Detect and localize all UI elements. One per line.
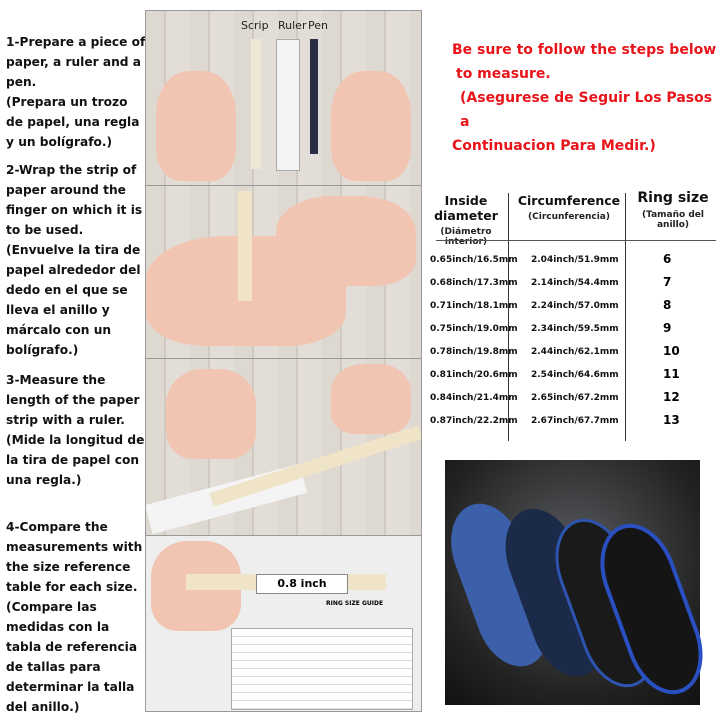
step-3-es: (Mide la longitud de la tira de papel co… <box>6 433 145 487</box>
ring-size-cell: 6 <box>663 252 672 266</box>
pen-label: Pen <box>308 19 328 32</box>
diameter-cell: 0.71inch/18.1mm <box>430 301 518 311</box>
step-1-en: 1-Prepare a piece of paper, a ruler and … <box>6 35 146 89</box>
step-1-es: (Prepara un trozo de papel, una regla y … <box>6 95 140 149</box>
circumference-cell: 2.14inch/54.4mm <box>531 278 619 288</box>
ruler-label: Ruler <box>278 19 307 32</box>
paper-strip <box>238 191 252 301</box>
size-table: Inside diameter (Diámetro interior) Circu… <box>418 185 720 443</box>
diameter-cell: 0.84inch/21.4mm <box>430 393 518 403</box>
diameter-cell: 0.75inch/19.0mm <box>430 324 518 334</box>
scrip-label: Scrip <box>241 19 269 32</box>
divider <box>625 193 626 441</box>
pen <box>310 39 318 154</box>
step-4: 4-Compare the measurements with the size… <box>6 517 148 717</box>
step-2-es: (Envuelve la tira de papel alrededor del… <box>6 243 141 357</box>
right-hand <box>331 71 411 181</box>
step-1: 1-Prepare a piece of paper, a ruler and … <box>6 32 148 152</box>
circumference-cell: 2.54inch/64.6mm <box>531 370 619 380</box>
step-3: 3-Measure the length of the paper strip … <box>6 370 148 490</box>
notice-line: to measure. <box>456 66 551 82</box>
ring-size-cell: 7 <box>663 275 672 289</box>
panel-prepare: Scrip Ruler Pen <box>145 10 422 187</box>
guide-title: RING SIZE GUIDE <box>326 600 384 607</box>
writing-hand <box>276 196 416 286</box>
left-hand <box>156 71 236 181</box>
circumference-cell: 2.65inch/67.2mm <box>531 393 619 403</box>
diameter-cell: 0.78inch/19.8mm <box>430 347 518 357</box>
divider <box>436 240 716 241</box>
circumference-cell: 2.34inch/59.5mm <box>531 324 619 334</box>
circumference-cell: 2.67inch/67.7mm <box>531 416 619 426</box>
step-2: 2-Wrap the strip of paper around the fin… <box>6 160 148 360</box>
step-3-en: 3-Measure the length of the paper strip … <box>6 373 140 427</box>
step-4-es: (Compare las medidas con la tabla de ref… <box>6 600 138 714</box>
notice: Be sure to follow the steps below to mea… <box>452 38 720 158</box>
ring-size-cell: 12 <box>663 390 680 404</box>
divider <box>508 193 509 441</box>
hand <box>166 369 256 459</box>
header-title: Ring size <box>637 190 709 206</box>
header-title: Circumference <box>517 193 621 208</box>
ring-size-cell: 11 <box>663 367 680 381</box>
diameter-cell: 0.87inch/22.2mm <box>430 416 518 426</box>
paper-strip <box>251 39 261 169</box>
ruler <box>276 39 300 171</box>
step-2-en: 2-Wrap the strip of paper around the fin… <box>6 163 143 237</box>
circumference-cell: 2.44inch/62.1mm <box>531 347 619 357</box>
header-ring-size: Ring size (Tamaño del anillo) <box>626 190 720 230</box>
diameter-cell: 0.65inch/16.5mm <box>430 255 518 265</box>
header-title: Inside diameter <box>434 193 498 223</box>
diameter-cell: 0.68inch/17.3mm <box>430 278 518 288</box>
ring-size-cell: 13 <box>663 413 680 427</box>
rings-photo <box>438 460 717 706</box>
ring-size-cell: 8 <box>663 298 672 312</box>
panel-wrap <box>145 185 422 360</box>
size-chart-thumbnail <box>231 628 413 710</box>
step-4-en: 4-Compare the measurements with the size… <box>6 520 143 594</box>
header-sub: (Circunferencia) <box>528 212 610 222</box>
header-sub: (Tamaño del anillo) <box>642 210 704 230</box>
diameter-cell: 0.81inch/20.6mm <box>430 370 518 380</box>
ring-size-cell: 9 <box>663 321 672 335</box>
ring-size-cell: 10 <box>663 344 680 358</box>
notice-line: (Asegurese de Seguir Los Pasos a <box>460 90 713 130</box>
header-sub: (Diámetro interior) <box>440 227 492 247</box>
notice-line: Be sure to follow the steps below <box>452 42 717 58</box>
hand-right <box>331 364 411 434</box>
header-circumference: Circumference (Circunferencia) <box>514 193 624 222</box>
panel-compare: 0.8 inch RING SIZE GUIDE <box>145 535 422 712</box>
measure-label: 0.8 inch <box>256 574 348 594</box>
circumference-cell: 2.24inch/57.0mm <box>531 301 619 311</box>
header-diameter: Inside diameter (Diámetro interior) <box>420 193 512 247</box>
notice-line: Continuacion Para Medir.) <box>452 138 656 154</box>
circumference-cell: 2.04inch/51.9mm <box>531 255 619 265</box>
panel-measure <box>145 358 422 537</box>
